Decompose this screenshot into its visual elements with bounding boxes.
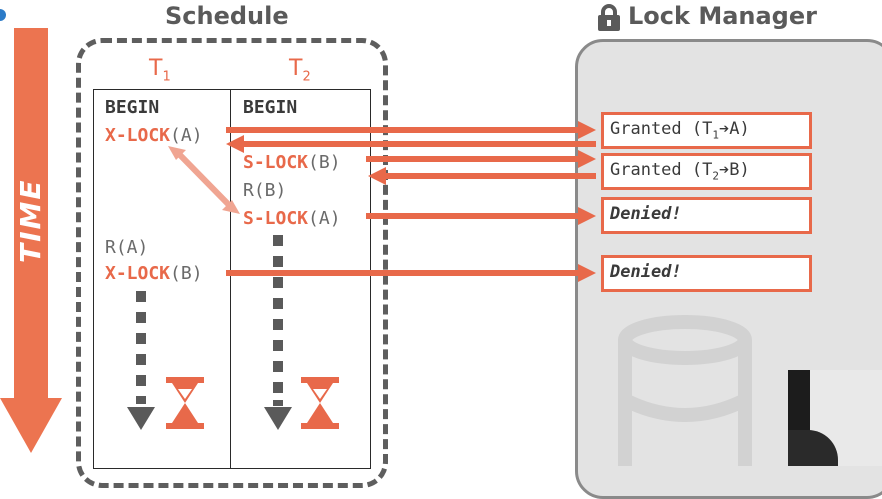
t2-read-b: R(B): [243, 180, 287, 201]
page-dot: [0, 9, 6, 21]
arrow-response-granted-t2: [368, 167, 596, 185]
arrow-conflict: [168, 146, 240, 214]
arrow-response-granted-t1: [226, 135, 596, 153]
t1-header: T1: [149, 56, 171, 85]
lock-manager-watermark: [590, 300, 780, 466]
t1-read-a: R(A): [105, 237, 149, 258]
response-denied-1: Denied!: [601, 197, 812, 234]
response-granted-t2-b: Granted (T2➔B): [601, 153, 812, 190]
response-granted-t1-a: Granted (T1➔A): [601, 112, 812, 149]
arrow-request-xlock-b: [226, 264, 596, 282]
webcam-overlay: [788, 370, 882, 466]
t1-begin: BEGIN: [105, 97, 160, 118]
hourglass-icon-t1: [166, 377, 204, 429]
schedule-title: Schedule: [165, 2, 289, 30]
arrow-request-slock-a: [366, 207, 596, 225]
t1-xlock-b: X-LOCK(B): [105, 263, 203, 284]
lock-icon: [597, 4, 621, 31]
response-denied-2: Denied!: [601, 255, 812, 292]
t1-xlock-a: X-LOCK(A): [105, 125, 203, 146]
t2-slock-a: S-LOCK(A): [243, 208, 341, 229]
t1-wait-line: [127, 291, 155, 430]
arrow-request-xlock-a: [226, 121, 596, 139]
time-arrow: [0, 28, 70, 453]
hourglass-icon-t2: [301, 377, 339, 429]
t2-slock-b: S-LOCK(B): [243, 152, 341, 173]
t2-wait-line: [264, 235, 292, 430]
arrows-layer: [127, 121, 596, 430]
lock-manager-title: Lock Manager: [628, 2, 817, 30]
arrow-request-slock-b: [366, 150, 596, 168]
t2-begin: BEGIN: [243, 97, 298, 118]
t2-header: T2: [289, 56, 311, 85]
schedule-divider: [230, 89, 231, 469]
